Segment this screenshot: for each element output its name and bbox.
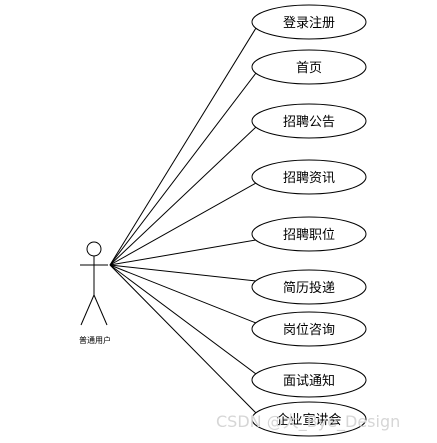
use-case: 面试通知 <box>251 362 367 398</box>
use-case-label: 首页 <box>296 61 322 76</box>
association-line <box>109 264 257 414</box>
use-case-label: 招聘公告 <box>283 115 335 130</box>
use-case-ellipse <box>251 103 367 139</box>
use-case-label: 企业宣讲会 <box>276 412 341 428</box>
use-case-label: 登录注册 <box>283 16 335 31</box>
use-case-ellipse <box>251 49 367 85</box>
association-line <box>109 72 257 266</box>
use-case-label: 岗位咨询 <box>283 323 335 338</box>
association-line <box>109 27 257 266</box>
use-case: 招聘资讯 <box>251 159 367 195</box>
use-case: 企业宣讲会 <box>251 401 367 437</box>
use-case-ellipse <box>251 269 367 305</box>
actor: 普通用户 <box>79 241 111 345</box>
actor-head <box>86 241 102 257</box>
use-case-label: 招聘资讯 <box>283 171 335 186</box>
association-line <box>109 239 257 266</box>
association-lines <box>109 27 257 414</box>
association-line <box>109 264 257 282</box>
use-case: 首页 <box>251 49 367 85</box>
association-line <box>109 264 257 375</box>
actor-left-leg <box>80 294 95 326</box>
use-case-ellipse <box>251 311 367 347</box>
use-case-label: 简历投递 <box>283 280 335 296</box>
association-line <box>109 182 257 266</box>
actor-right-leg <box>93 294 108 326</box>
use-case-ellipse <box>251 4 367 40</box>
association-line <box>109 126 257 266</box>
use-case: 招聘职位 <box>251 216 367 252</box>
use-case-label: 面试通知 <box>283 373 335 389</box>
actor-name: 普通用户 <box>79 335 111 345</box>
association-line <box>109 264 257 324</box>
use-case-label: 招聘职位 <box>283 228 335 243</box>
use-case-ellipse <box>251 401 367 437</box>
use-case: 招聘公告 <box>251 103 367 139</box>
use-case-ellipse <box>251 216 367 252</box>
use-case: 登录注册 <box>251 4 367 40</box>
use-case-ellipse <box>251 362 367 398</box>
use-case: 简历投递 <box>251 269 367 305</box>
use-case: 岗位咨询 <box>251 311 367 347</box>
use-case-ellipse <box>251 159 367 195</box>
